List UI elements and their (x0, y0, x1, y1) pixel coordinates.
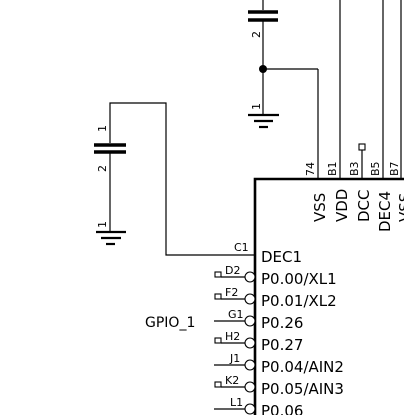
top-pin-label: DCC (355, 190, 373, 223)
left-pin-label: P0.06 (261, 402, 303, 415)
left-pin-number: C1 (234, 241, 249, 254)
top-pin-number: B1 (326, 161, 339, 176)
top-pin-number: B7 (388, 161, 401, 176)
pin-bubble (244, 337, 256, 349)
top-pin-number: 74 (304, 162, 317, 176)
pin-bubble (244, 359, 256, 371)
left-pin-number: D2 (225, 264, 240, 277)
pin-stub (214, 293, 222, 300)
left-capacitor: 1 2 1 (94, 102, 255, 256)
net-label-gpio-1: GPIO_1 (145, 315, 195, 331)
left-pin-label: P0.26 (261, 314, 303, 332)
pin-stub (214, 271, 222, 278)
top-pin-number: B3 (348, 161, 361, 176)
left-pin-number: J1 (229, 352, 240, 365)
cap-pin-number: 1 (250, 103, 263, 110)
left-pin-label: DEC1 (261, 248, 302, 266)
pin-bubble (244, 293, 256, 305)
pin-stub (214, 381, 222, 388)
pin-bubble (244, 315, 256, 327)
left-pin-label: P0.00/XL1 (261, 270, 337, 288)
left-pin-label: P0.27 (261, 336, 303, 354)
top-pin-label: VSS (396, 193, 404, 222)
left-pin-number: H2 (225, 330, 240, 343)
cap-pin-number: 1 (96, 221, 109, 228)
left-pin-label: P0.05/AIN3 (261, 380, 344, 398)
top-pin-label: VDD (333, 189, 351, 222)
cap-pin-number: 1 (96, 125, 109, 132)
left-pin-number: G1 (228, 308, 244, 321)
pin-stub (214, 337, 222, 344)
left-pin-label: P0.04/AIN2 (261, 358, 344, 376)
pin-bubble (244, 381, 256, 393)
no-connect-marker (358, 143, 366, 151)
left-pin-number: K2 (225, 374, 239, 387)
top-pin-label: DEC4 (376, 191, 394, 232)
left-pin-number: F2 (225, 286, 238, 299)
left-pin-number: L1 (230, 396, 243, 409)
top-capacitor: 2 1 (248, 0, 318, 129)
top-pin-label: VSS (311, 193, 329, 222)
left-pin-label: P0.01/XL2 (261, 292, 337, 310)
cap-pin-number: 2 (96, 165, 109, 172)
left-pins: C1 DEC1 D2 P0.00/XL1 F2 P0.01/XL2 G1 P0.… (145, 241, 344, 415)
cap-pin-number: 2 (250, 31, 263, 38)
ic-body-outline (253, 177, 404, 415)
pin-bubble (244, 403, 256, 415)
pin-bubble (244, 271, 256, 283)
top-pin-number: B5 (369, 161, 382, 176)
top-pins: 74 B1 B3 B5 B7 VSS VDD DCC DEC4 VSS (304, 0, 404, 232)
